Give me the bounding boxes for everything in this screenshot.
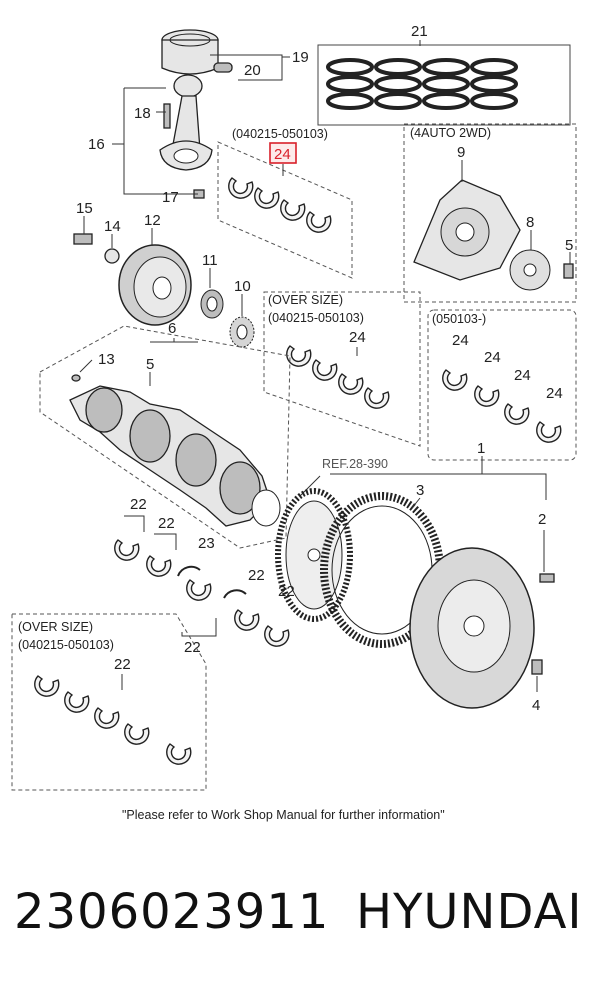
late-range-label: (050103-) — [432, 312, 486, 326]
callout-19: 19 — [292, 49, 309, 66]
signal-plate — [275, 488, 353, 622]
callout-12: 12 — [144, 212, 161, 229]
callout-24-late-b: 24 — [484, 349, 501, 366]
dowel-pin — [539, 573, 555, 583]
callout-22-d: 22 — [278, 583, 295, 600]
callout-17: 17 — [162, 189, 179, 206]
callout-24-late-c: 24 — [514, 367, 531, 384]
exploded-parts-diagram: 21 19 20 18 16 17 (040215-050103) 24 (4A… — [11, 23, 577, 822]
bearing-shells-oversize — [286, 345, 390, 409]
pulley-bolt — [73, 233, 93, 245]
bottom-over-size-range: (040215-050103) — [18, 638, 114, 652]
callout-22-oversize: 22 — [114, 656, 131, 673]
ref-label: REF.28-390 — [322, 457, 388, 471]
product-footer: 2306023911 HYUNDAI — [0, 872, 600, 952]
bottom-over-size-label: (OVER SIZE) — [18, 620, 93, 634]
callout-15: 15 — [76, 200, 93, 217]
flywheel — [409, 547, 535, 709]
callout-21: 21 — [411, 23, 428, 40]
callout-7: 5 — [565, 237, 573, 254]
callout-18: 18 — [134, 105, 151, 122]
highlight-box — [269, 142, 297, 164]
callout-16: 16 — [88, 136, 105, 153]
part-number: 2306023911 — [14, 884, 330, 940]
callout-24-late-d: 24 — [546, 385, 563, 402]
piston — [161, 29, 233, 75]
callout-22-e: 22 — [184, 639, 201, 656]
footnote: "Please refer to Work Shop Manual for fu… — [122, 808, 445, 822]
callout-2: 2 — [538, 511, 546, 528]
crank-sprocket — [229, 316, 255, 348]
plate-bolt — [563, 263, 574, 279]
callout-14: 14 — [104, 218, 121, 235]
pulley-washer — [104, 248, 120, 264]
bearing-shells-top — [228, 177, 332, 233]
callout-22-a: 22 — [130, 496, 147, 513]
flywheel-bolt — [531, 659, 543, 675]
callout-13: 13 — [98, 351, 115, 368]
callout-5: 9 — [457, 144, 465, 161]
callout-24-oversize: 24 — [349, 329, 366, 346]
callout-10: 10 — [234, 278, 251, 295]
range-top-label: (040215-050103) — [232, 127, 328, 141]
main-bearings-lower — [114, 539, 290, 647]
callout-9: 5 — [146, 356, 154, 373]
callout-24-highlighted: 24 — [274, 146, 291, 163]
drive-plate — [413, 179, 521, 281]
callout-1: 1 — [477, 440, 485, 457]
callout-24-late-a: 24 — [452, 332, 469, 349]
adapter-plate — [509, 249, 551, 291]
crank-pulley — [118, 244, 192, 326]
callout-8: 6 — [168, 320, 176, 337]
bearing-shells-late — [442, 369, 562, 443]
callout-3: 3 — [416, 482, 424, 499]
callout-22-b: 22 — [158, 515, 175, 532]
piston-ring-set — [317, 44, 571, 126]
auto-box-label: (4AUTO 2WD) — [410, 126, 491, 140]
connecting-rod — [159, 74, 213, 199]
range-frame-top — [217, 141, 353, 279]
callout-20: 20 — [244, 62, 261, 79]
over-size-range: (040215-050103) — [268, 311, 364, 325]
callout-11: 11 — [202, 252, 218, 269]
crank-seal — [200, 289, 224, 319]
crankshaft — [69, 385, 281, 527]
callout-22-c: 22 — [248, 567, 265, 584]
bearing-shells-bottom-oversize — [34, 675, 192, 765]
over-size-label: (OVER SIZE) — [268, 293, 343, 307]
callout-23: 23 — [198, 535, 215, 552]
brand-name: HYUNDAI — [356, 884, 583, 940]
callout-6: 8 — [526, 214, 534, 231]
crank-key — [71, 374, 81, 382]
callout-4: 4 — [532, 697, 540, 714]
